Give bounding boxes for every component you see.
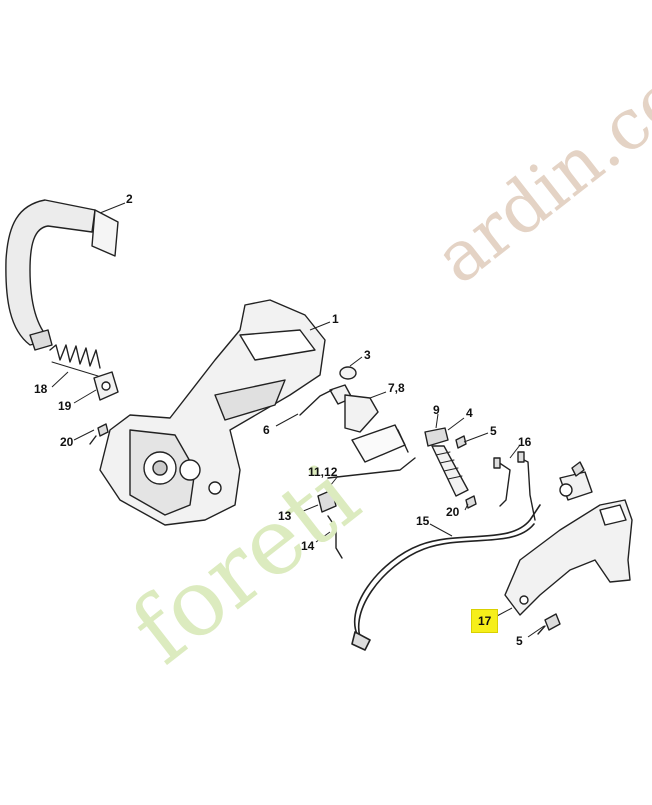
cover-plate: [351, 424, 409, 463]
callout-4[interactable]: 4: [466, 406, 473, 420]
screw-mid: [455, 435, 467, 449]
screw-bottom: [537, 613, 561, 635]
bracket: [93, 371, 119, 401]
main-housing: [99, 299, 326, 526]
callout-11-12[interactable]: 11,12: [308, 465, 338, 479]
leader-lines: [51, 202, 545, 638]
screw-left: [89, 423, 109, 445]
callout-2[interactable]: 2: [126, 192, 133, 206]
callout-14[interactable]: 14: [301, 539, 315, 553]
handle-bar: [5, 199, 119, 351]
callout-3[interactable]: 3: [364, 348, 371, 362]
trigger: [424, 427, 469, 497]
callout-7-8[interactable]: 7,8: [388, 381, 405, 395]
callout-17-highlighted[interactable]: 17: [471, 609, 499, 633]
callout-9[interactable]: 9: [433, 403, 440, 417]
small-parts: [299, 366, 379, 433]
spring: [49, 344, 101, 377]
callout-6[interactable]: 6: [263, 423, 270, 437]
rod: [317, 457, 416, 559]
callout-15[interactable]: 15: [416, 514, 430, 528]
callout-19[interactable]: 19: [58, 399, 72, 413]
callout-18[interactable]: 18: [34, 382, 48, 396]
callout-20-mid[interactable]: 20: [446, 505, 460, 519]
switch: [559, 461, 593, 501]
callout-5-bottom[interactable]: 5: [516, 634, 523, 648]
callout-13[interactable]: 13: [278, 509, 292, 523]
screw-mid-20: [465, 495, 477, 509]
callout-16[interactable]: 16: [518, 435, 532, 449]
rear-handle-cover: [504, 499, 633, 616]
callout-20-left[interactable]: 20: [60, 435, 74, 449]
callout-1[interactable]: 1: [332, 312, 339, 326]
cable: [351, 504, 541, 651]
callout-5-mid[interactable]: 5: [490, 424, 497, 438]
linkage: [493, 451, 536, 521]
